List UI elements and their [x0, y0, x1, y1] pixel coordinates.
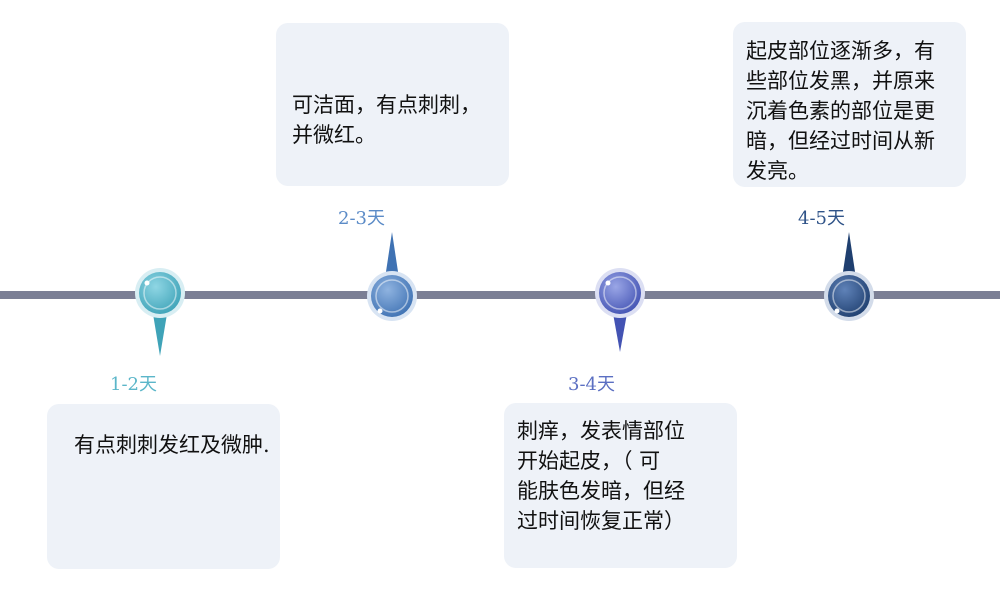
timeline-axis — [0, 291, 1000, 299]
stage-2-marker — [367, 230, 417, 324]
stage-2-label: 2-3天 — [338, 208, 385, 229]
stage-3-label: 3-4天 — [568, 374, 615, 395]
stage-1-description: 有点刺刺发红及微肿. — [74, 433, 270, 457]
stage-4-label: 4-5天 — [798, 208, 845, 229]
stage-3-description: 刺痒，发表情部位 开始起皮，（ 可 能肤色发暗，但经 过时间恢复正常） — [517, 419, 685, 533]
stage-1-label: 1-2天 — [110, 374, 157, 395]
stage-1-card: 有点刺刺发红及微肿. — [47, 404, 280, 569]
stage-1-marker — [135, 268, 185, 363]
stage-4-marker — [824, 230, 874, 324]
stage-2-description: 可洁面，有点刺刺， 并微红。 — [292, 93, 481, 147]
stage-3-card: 刺痒，发表情部位 开始起皮，（ 可 能肤色发暗，但经 过时间恢复正常） — [504, 403, 737, 568]
stage-4-description: 起皮部位逐渐多，有 些部位发黑，并原来 沉着色素的部位是更 暗，但经过时间从新 … — [746, 39, 935, 183]
stage-2-card: 可洁面，有点刺刺， 并微红。 — [276, 23, 509, 186]
stage-3-marker — [595, 268, 645, 358]
stage-4-card: 起皮部位逐渐多，有 些部位发黑，并原来 沉着色素的部位是更 暗，但经过时间从新 … — [733, 22, 966, 187]
